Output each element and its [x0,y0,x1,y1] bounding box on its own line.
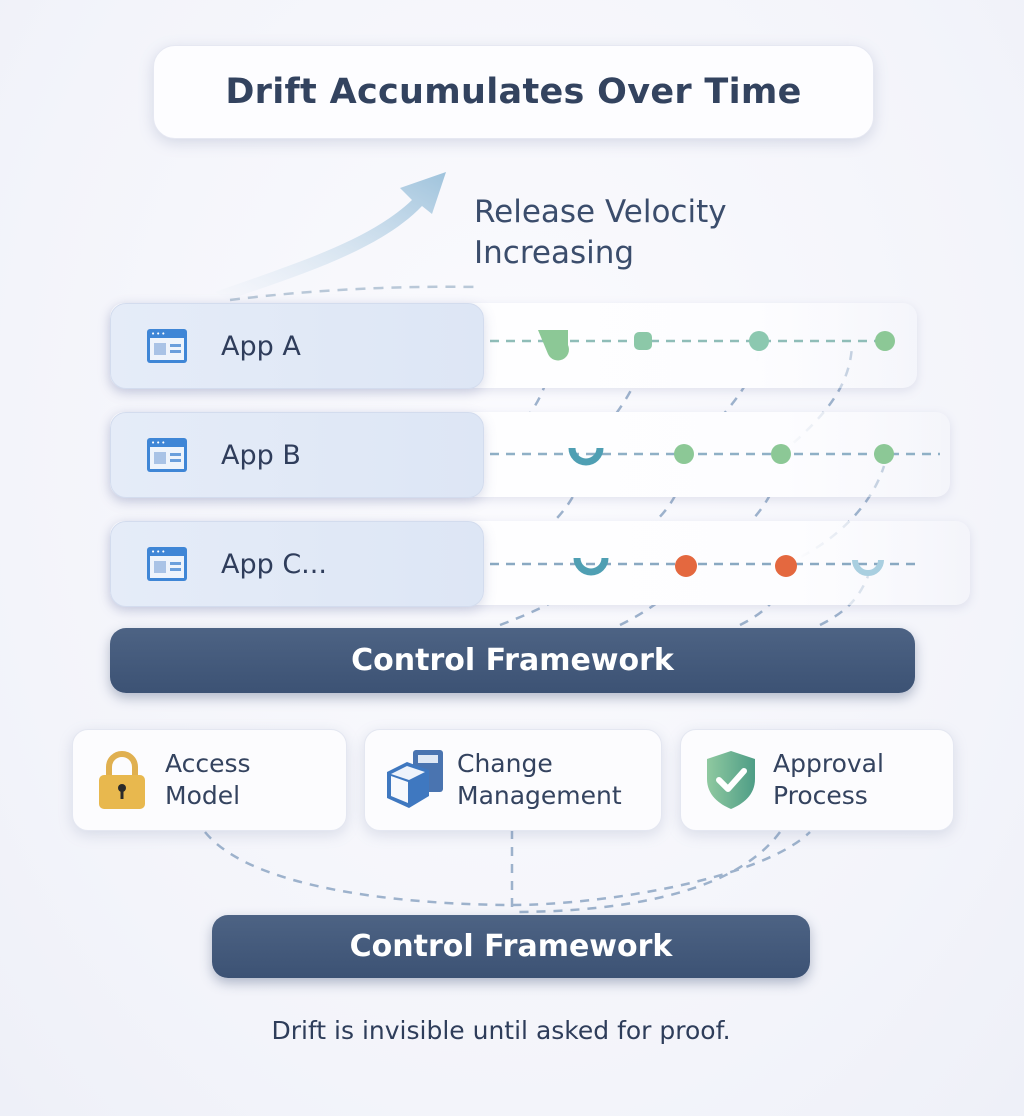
app-label: App C... [221,548,327,580]
pillar-label-line2: Management [457,781,622,810]
padlock-icon [99,751,145,809]
drift-dot [775,555,797,577]
title: Drift Accumulates Over Time [225,72,802,112]
drift-dot [675,555,697,577]
pillar-label-line2: Model [165,781,241,810]
control-framework-bar-bottom: Control Framework [212,915,810,978]
release-dot [634,332,652,350]
title-box: Drift Accumulates Over Time [153,45,874,139]
app-window-icon: ••• [147,438,187,472]
app-window-icon: ••• [147,329,187,363]
cube-icon [387,750,443,808]
release-marker [568,447,604,466]
app-label: App B [221,439,301,471]
app-card-c[interactable]: ••• App C... [110,521,484,607]
release-dot [771,444,791,464]
caption: Drift is invisible until asked for proof… [271,1016,731,1045]
app-window-icon: ••• [147,547,187,581]
velocity-label: Release Velocity Increasing [474,192,727,274]
timeline-marks [437,330,940,577]
pillar-label-line2: Process [773,781,868,810]
release-marker [538,330,569,361]
release-marker [573,557,609,576]
shield-check-icon [707,751,755,809]
pillar-label-line1: Access [165,749,251,778]
release-dot [674,444,694,464]
pillar-label-line1: Approval [773,749,884,778]
release-dot [749,331,769,351]
app-card-b[interactable]: ••• App B [110,412,484,498]
app-card-a[interactable]: ••• App A [110,303,484,389]
velocity-line1: Release Velocity [474,194,727,230]
velocity-line2: Increasing [474,235,635,271]
control-framework-label: Control Framework [349,929,673,964]
release-dot [875,331,895,351]
release-marker [852,559,884,576]
control-framework-label: Control Framework [351,643,674,678]
release-dot [874,444,894,464]
app-label: App A [221,330,301,362]
control-framework-bar-top: Control Framework [110,628,915,693]
pillar-label-line1: Change [457,749,553,778]
velocity-arrow-icon [215,172,446,300]
